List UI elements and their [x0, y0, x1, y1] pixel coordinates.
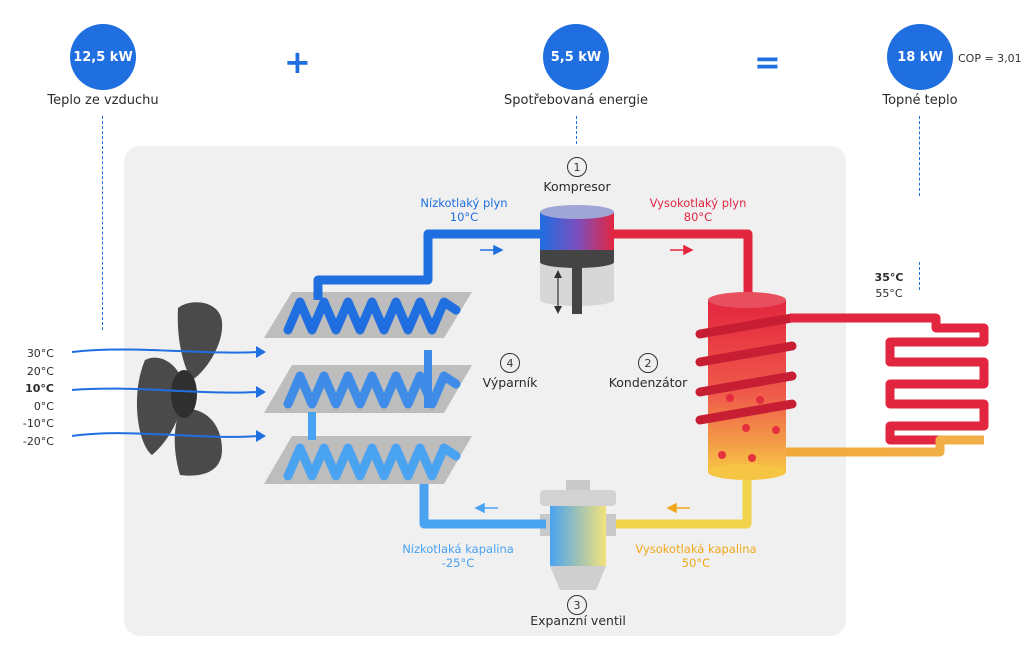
- air-temp-item: -20°C: [22, 434, 54, 448]
- evaporator-number: 4: [500, 353, 520, 373]
- high-gas-temp: 80°C: [683, 210, 713, 224]
- air-temp-item: 0°C: [33, 399, 54, 413]
- compressor-label: Kompresor: [543, 179, 611, 194]
- supply-temp: 35°C: [874, 271, 904, 284]
- energy-caption: Spotřebovaná energie: [503, 93, 649, 108]
- fan-icon: [136, 302, 223, 476]
- valve-label: Expanzní ventil: [530, 613, 626, 628]
- air-temp-item-current: 10°C: [25, 382, 54, 395]
- low-liquid-label: Nízkotlaká kapalina -25°C: [386, 542, 530, 570]
- air-temp-item: -10°C: [22, 417, 54, 430]
- equals-sign: =: [754, 43, 781, 81]
- high-liquid-temp: 50°C: [681, 556, 711, 570]
- expansion-valve-icon: [540, 480, 616, 590]
- cop-label: COP = 3,01: [958, 52, 1022, 65]
- air-dashed-line: [102, 116, 103, 330]
- plus-sign: +: [284, 43, 311, 81]
- air-flow-arrows: [71, 348, 259, 438]
- energy-badge: 5,5 kW: [543, 24, 609, 90]
- low-gas-label: Nízkotlaký plyn 10°C: [402, 196, 526, 224]
- air-temperature-list: 30°C 20°C 10°C 0°C -10°C -20°C: [12, 345, 54, 450]
- low-liquid-temp: -25°C: [441, 556, 475, 570]
- heat-caption: Topné teplo: [882, 93, 958, 108]
- output-temperatures: 35°C 55°C: [866, 270, 912, 302]
- air-temp-item: 20°C: [26, 364, 54, 378]
- air-temp-item: 30°C: [26, 347, 54, 360]
- air-heat-caption: Teplo ze vzduchu: [47, 93, 159, 108]
- low-gas-name: Nízkotlaký plyn: [420, 196, 508, 210]
- heat-badge: 18 kW: [887, 24, 953, 90]
- high-liquid-name: Vysokotlaká kapalina: [635, 542, 757, 556]
- energy-dashed-line: [576, 116, 577, 154]
- condenser-icon: [695, 292, 797, 480]
- compressor-icon: [540, 205, 614, 314]
- air-heat-badge: 12,5 kW: [70, 24, 136, 90]
- return-temp: 55°C: [875, 287, 903, 300]
- high-liquid-label: Vysokotlaká kapalina 50°C: [620, 542, 772, 570]
- heat-dashed-line-lower: [919, 262, 920, 290]
- heat-dashed-line: [919, 116, 920, 196]
- evaporator-label: Výparník: [482, 375, 538, 390]
- valve-number: 3: [567, 595, 587, 615]
- low-gas-temp: 10°C: [449, 210, 479, 224]
- condenser-label: Kondenzátor: [608, 375, 688, 390]
- condenser-number: 2: [638, 353, 658, 373]
- high-gas-label: Vysokotlaký plyn 80°C: [636, 196, 760, 224]
- compressor-number: 1: [567, 157, 587, 177]
- high-gas-name: Vysokotlaký plyn: [649, 196, 747, 210]
- low-liquid-name: Nízkotlaká kapalina: [402, 542, 514, 556]
